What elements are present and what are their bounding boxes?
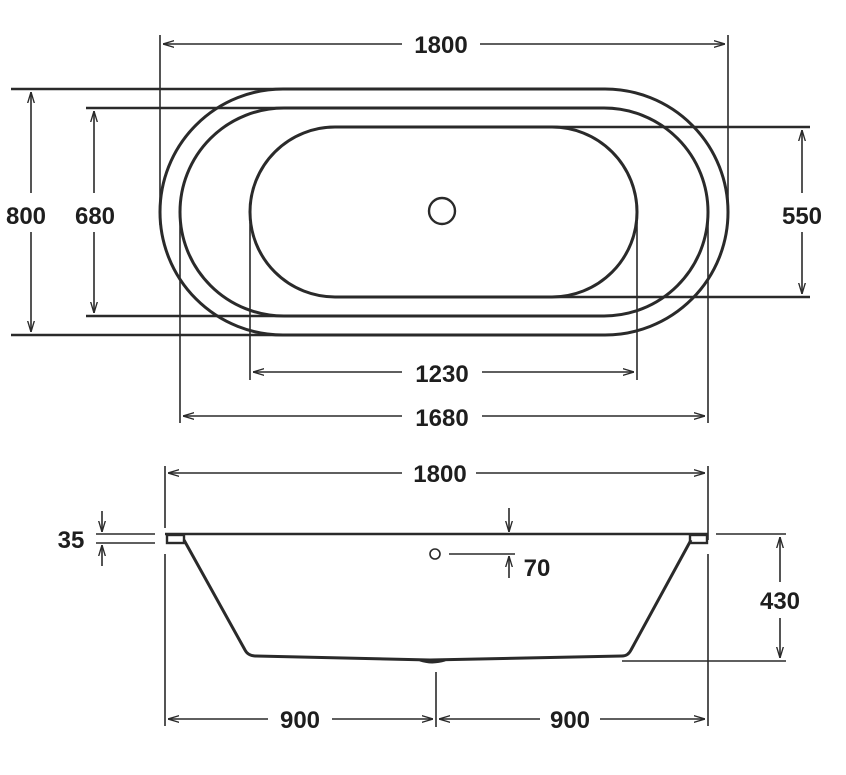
label-plan-rim-length: 1680 [415,405,468,432]
left-rim-block [165,533,186,545]
dim-side-halves: 900 900 [168,672,705,734]
label-side-length: 1800 [413,461,466,488]
dim-plan-rim-length: 1680 [179,222,709,432]
drain-outlet [419,658,446,664]
dim-side-overflow: 70 [429,508,551,582]
label-plan-length: 1800 [414,32,467,59]
overflow-icon [429,548,441,560]
label-right-half: 900 [550,707,590,734]
dim-side-rim-thickness: 35 [58,511,166,726]
dim-plan-overall-width: 800 [6,92,46,332]
label-plan-basin-length: 1230 [415,361,468,388]
plan-view: 1800 800 680 550 [6,32,822,432]
inner-rim-outline [178,106,710,318]
label-left-half: 900 [280,707,320,734]
label-plan-rim-width: 680 [75,203,115,230]
dim-plan-rim-width: 680 [75,111,115,313]
dim-plan-basin-width: 550 [782,130,822,294]
dim-plan-basin-length: 1230 [249,222,638,388]
side-view: 1800 35 70 [58,461,800,734]
tub-profile [182,539,693,662]
label-rim-thickness: 35 [58,527,85,554]
basin-outline [248,125,639,299]
dim-side-height: 430 [622,533,800,726]
label-overflow-offset: 70 [524,555,551,582]
drain-icon [427,196,457,226]
dim-plan-overall-length: 1800 [159,32,729,225]
label-plan-basin-width: 550 [782,203,822,230]
right-rim-block [688,533,709,545]
label-height: 430 [760,588,800,615]
label-plan-width: 800 [6,203,46,230]
dim-side-overall-length: 1800 [164,461,709,540]
